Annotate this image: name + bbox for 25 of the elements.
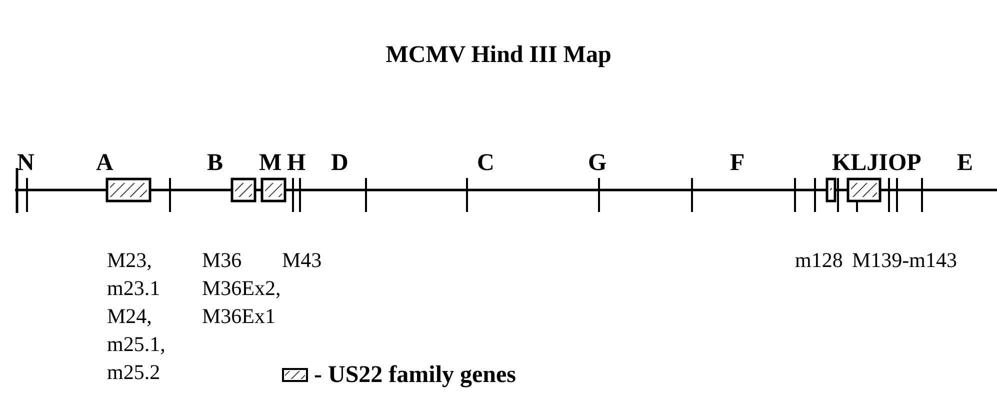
fragment-letter: G [588, 151, 607, 175]
gene-label: m25.1, [107, 334, 166, 355]
gene-label: M23, [107, 250, 152, 271]
gene-label: m128 [795, 250, 843, 271]
fragment-letter: D [331, 151, 348, 175]
gene-label: M43 [282, 250, 322, 271]
fragment-letter: H [287, 151, 306, 175]
gene-label: M139-m143 [852, 250, 957, 271]
gene-label: m23.1 [107, 278, 160, 299]
legend-text: - US22 family genes [314, 363, 516, 387]
fragment-letter: B [207, 151, 224, 175]
fragment-letter: OP [888, 151, 922, 175]
gene-label: M36Ex2, [202, 278, 281, 299]
title: MCMV Hind III Map [384, 43, 612, 67]
gene-label: M24, [107, 306, 152, 327]
fragment-letter: M [259, 151, 282, 175]
fragment-letter: A [96, 151, 114, 175]
gene-label: M36Ex1 [202, 306, 276, 327]
fragment-letter: E [957, 151, 974, 175]
gene-label: m25.2 [107, 362, 160, 383]
fragment-letter: N [17, 151, 34, 175]
fragment-letter: C [477, 151, 494, 175]
fragment-letter: KLJI [832, 151, 888, 175]
fragment-letter: F [730, 151, 745, 175]
gene-label: M36 [202, 250, 242, 271]
